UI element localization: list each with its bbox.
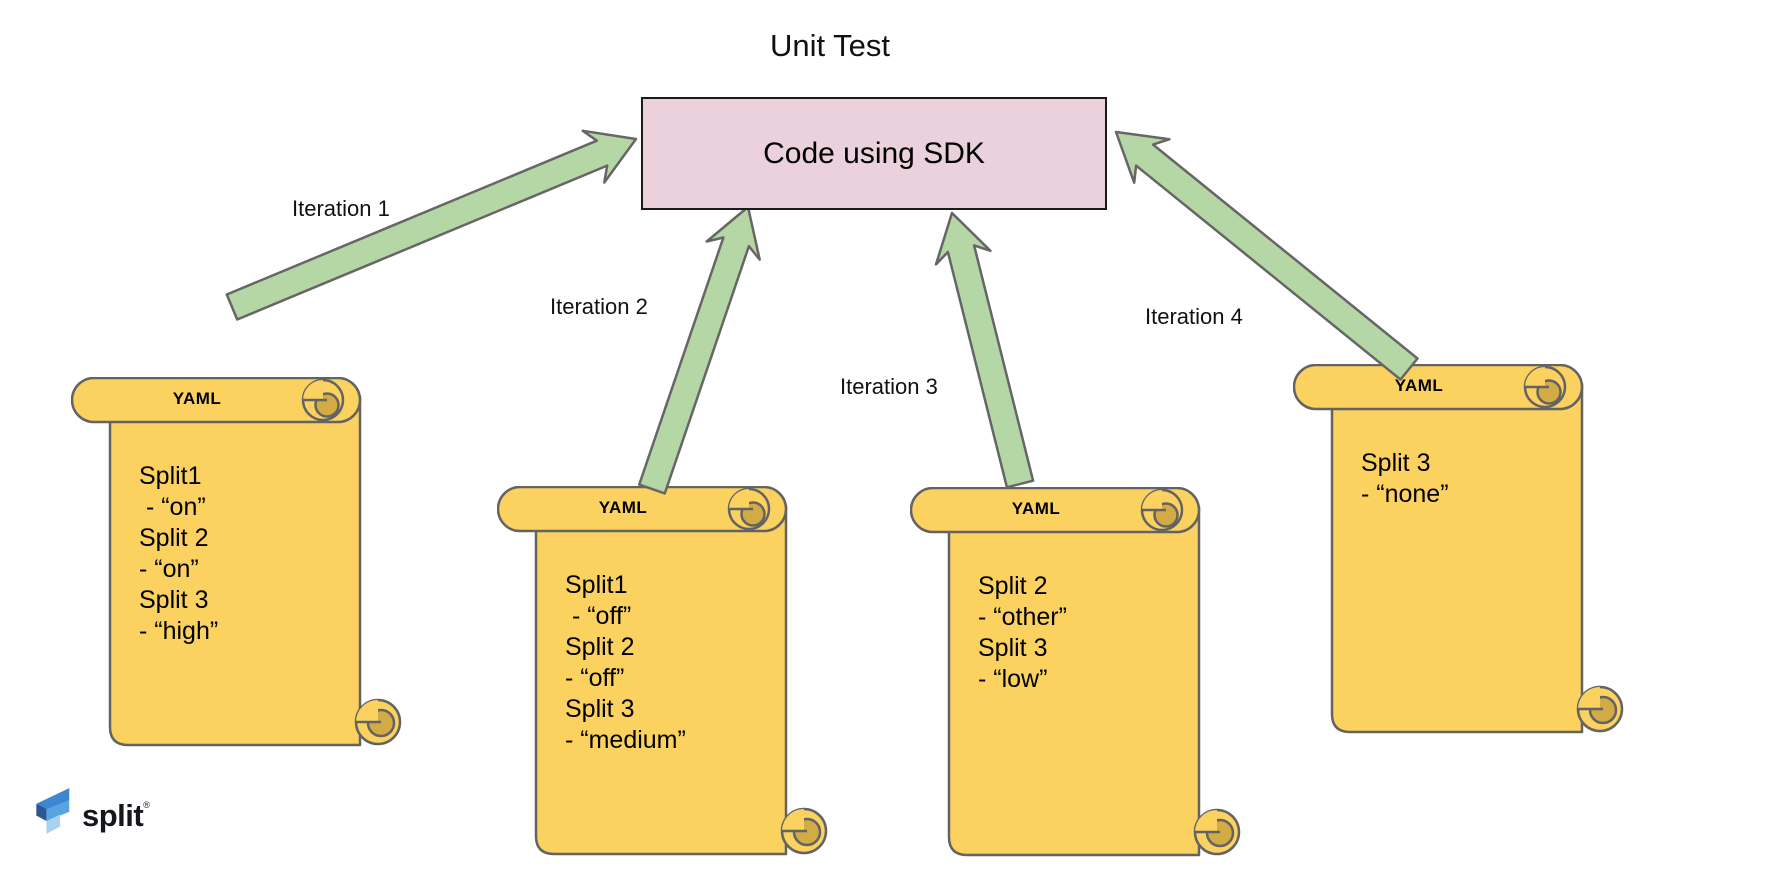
code-using-sdk-label: Code using SDK [763,136,985,170]
yaml-scroll-content: Split 2- “other”Split 3- “low” [978,572,1067,693]
registered-trademark-symbol: ® [143,800,150,810]
yaml-scroll-iteration-1: YAML Split1 - “on”Split 2- “on”Split 3- … [71,377,403,749]
iteration-arrow-4 [1114,130,1419,381]
yaml-scroll-header: YAML [172,389,222,408]
iteration-3-label: Iteration 3 [840,374,938,399]
yaml-scroll-content: Split1 - “on”Split 2- “on”Split 3- “high… [139,462,219,645]
split-logo: split® [30,781,150,840]
yaml-scroll-header: YAML [1394,376,1444,395]
iteration-arrow-3 [934,211,1035,489]
yaml-scroll-iteration-2: YAML Split1 - “off”Split 2- “off”Split 3… [497,486,829,858]
yaml-scroll-header: YAML [1011,499,1061,518]
yaml-scroll-content: Split1 - “off”Split 2- “off”Split 3- “me… [565,571,686,754]
iteration-4-label: Iteration 4 [1145,304,1243,329]
yaml-scroll-header: YAML [598,498,648,517]
scroll-shape [71,377,402,747]
yaml-scroll-iteration-3: YAML Split 2- “other”Split 3- “low” [910,487,1242,859]
iteration-arrow-2 [637,205,761,495]
yaml-scroll-content: Split 3- “none” [1361,449,1449,508]
iteration-2-label: Iteration 2 [550,294,648,319]
yaml-scroll-iteration-4: YAML Split 3- “none” [1293,364,1625,736]
iteration-1-label: Iteration 1 [292,196,390,221]
scroll-shape [1293,364,1624,734]
split-logo-icon [36,787,70,834]
split-logo-text: split® [82,798,150,833]
iteration-arrow-1 [225,129,638,321]
scroll-shape [910,487,1241,857]
diagram-title: Unit Test [769,28,891,63]
code-using-sdk-box: Code using SDK [641,97,1107,210]
